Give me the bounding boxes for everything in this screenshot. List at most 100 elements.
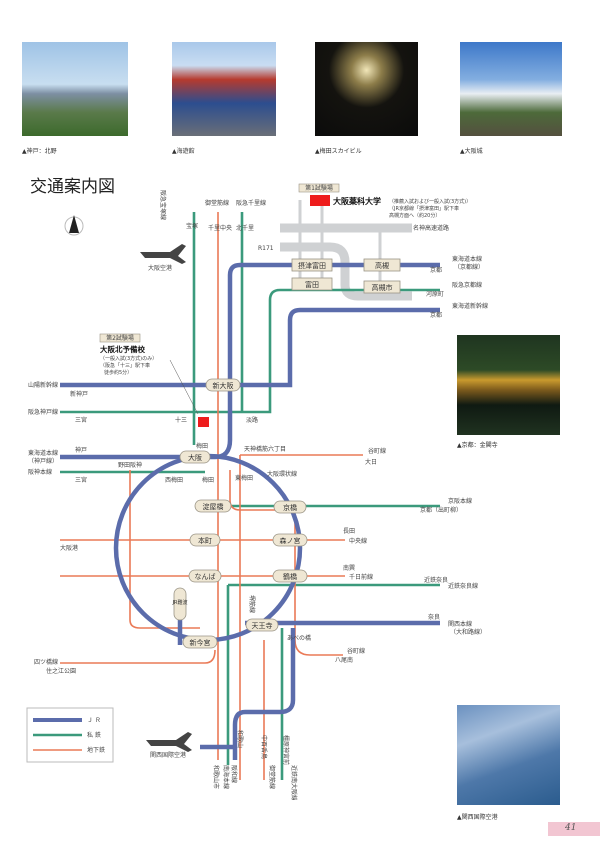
map-label: （神戸線） (28, 457, 58, 465)
map-label: （JR京都線「摂津富田」駅下車 (389, 205, 459, 212)
map-label: 梅田 (196, 442, 208, 450)
station-tennoji: 天王寺 (245, 618, 279, 632)
map-label: 奈良 (428, 613, 440, 621)
map-label: 京橋 (283, 503, 297, 512)
map-label: 中百舌鳥 (260, 735, 268, 759)
map-label: 宝塚 (186, 222, 198, 230)
map-label: 千日前線 (349, 573, 373, 581)
map-label: 北千里 (236, 224, 254, 232)
map-label: 新神戸 (70, 390, 88, 398)
subway-lines (60, 212, 363, 780)
station-shin-osaka: 新大阪 (205, 378, 241, 392)
map-label: 御堂筋線 (205, 199, 229, 207)
station-takatsuki: 高槻 (363, 258, 401, 272)
map-label: 徒歩約5分） (104, 369, 132, 376)
station-tonda: 富田 (291, 277, 333, 291)
map-label: 大日 (365, 458, 377, 466)
map-label: 十三 (175, 416, 187, 424)
map-label: 近鉄南大阪線 (290, 765, 298, 800)
map-label: 和歌山市 (212, 765, 220, 789)
kix-airport-label: 関西国際空港 (150, 751, 186, 759)
map-label: 四ツ橋線 (34, 658, 58, 666)
map-label: 京都 (430, 311, 442, 319)
station-morinomiya: 森ノ宮 (272, 533, 308, 547)
map-label: （一般入試(3方式)のみ） (100, 355, 157, 362)
photo-caption: ▲京都：金閣寺 (457, 442, 498, 449)
map-label: あべの橋 (287, 634, 311, 642)
station-jr-namba: JR難波 (172, 587, 188, 621)
map-label: 谷町線 (347, 647, 365, 655)
map-label: 森ノ宮 (280, 536, 301, 545)
map-label: Ｊ Ｒ (87, 717, 101, 724)
map-labels: 阪急宝塚線 宝塚 御堂筋線 千里中央 阪急千里線 北千里 東海道本線 （京都線）… (28, 190, 488, 800)
photo-caption: ▲関西国際空港 (457, 814, 498, 821)
map-label: 高槻 (375, 261, 389, 270)
north-arrow-icon (64, 215, 84, 236)
map-label: 地下鉄 (87, 746, 105, 754)
map-label: 西梅田 (165, 476, 183, 484)
map-label: 堺筋線 (248, 595, 256, 613)
map-label: 三宮 (75, 476, 87, 484)
photo-umeda-sky-building (315, 42, 418, 136)
map-label: 新今宮 (190, 638, 211, 647)
map-label: 長田 (343, 528, 355, 535)
map-label: 第2試験場 (106, 334, 134, 342)
map-label: 東海道新幹線 (452, 302, 488, 310)
photo-kansai-airport (457, 705, 560, 805)
map-label: 大阪環状線 (267, 470, 297, 478)
map-label: （推薦入試および一般入試(3方式)） (389, 198, 471, 205)
photo-kaiyukan (172, 42, 276, 136)
map-label: 東海道本線 (28, 449, 58, 457)
map-label: 野田阪神 (118, 461, 142, 469)
map-label: 淀屋橋 (203, 502, 224, 511)
map-label: 阪神本線 (28, 468, 52, 476)
jr-lines (60, 262, 440, 760)
map-label: 天王寺 (252, 622, 273, 630)
map-label: （阪急「十三」駅下車 (100, 362, 150, 369)
r171-label: R171 (258, 245, 274, 252)
map-label: 梅田 (202, 476, 214, 484)
map-label: 新大阪 (213, 381, 234, 390)
photo-caption: ▲梅田スカイビル (315, 148, 362, 155)
legend: Ｊ Ｒ 私 鉄 地下鉄 (26, 707, 114, 763)
map-label: JR難波 (172, 599, 188, 606)
map-label: 八尾南 (335, 656, 353, 664)
station-hommachi: 本町 (189, 533, 221, 547)
map-label: （京都線） (454, 263, 484, 271)
map-label: 阪急千里線 (236, 199, 266, 207)
map-label: 阪急神戸線 (28, 408, 58, 416)
map-label: 大阪 (188, 453, 202, 462)
map-label: なんば (195, 572, 216, 581)
map-label: 鶴橋 (283, 572, 297, 581)
private-lines (60, 212, 440, 780)
map-label: 京都（出町柳） (420, 506, 462, 514)
map-label: 京都 (430, 266, 442, 274)
photo-caption: ▲大阪城 (460, 148, 483, 155)
page-number-bar (548, 822, 600, 836)
station-settsu-tonda: 摂津富田 (291, 258, 333, 272)
map-label: 淡路 (246, 416, 258, 424)
photo-osaka-castle (460, 42, 562, 136)
airplane-icon (140, 244, 186, 264)
map-label: 橿原神宮前 (282, 735, 290, 765)
map-label: （大和路線） (450, 628, 486, 636)
station-osaka: 大阪 (179, 450, 211, 464)
map-label: 東海道本線 (452, 255, 482, 263)
map-label: 中央線 (349, 537, 367, 545)
highways (280, 200, 412, 301)
station-kyobashi: 京橋 (273, 500, 307, 514)
site1-marker: 第1試験場 大阪薬科大学 （推薦入試および一般入試(3方式)） （JR京都線「摂… (298, 183, 471, 219)
photo-caption: ▲神戸：北野 (22, 148, 57, 155)
map-label: 大阪北予備校 (100, 344, 145, 354)
itami-airport-label: 大阪空港 (148, 264, 172, 272)
station-namba: なんば (188, 569, 222, 583)
map-label: 阪急京都線 (452, 281, 482, 289)
map-label: 東梅田 (235, 474, 253, 482)
map-label: 近鉄奈良線 (448, 582, 478, 590)
meishin-label: 名神高速道路 (413, 224, 449, 232)
map-label: 南巽 (343, 564, 355, 572)
map-label: 御堂筋線 (268, 765, 276, 789)
station-yodoyabashi: 淀屋橋 (194, 499, 232, 513)
map-label: 関西本線 (448, 620, 472, 628)
map-label: 高槻方面へ（約20分） (389, 212, 440, 219)
